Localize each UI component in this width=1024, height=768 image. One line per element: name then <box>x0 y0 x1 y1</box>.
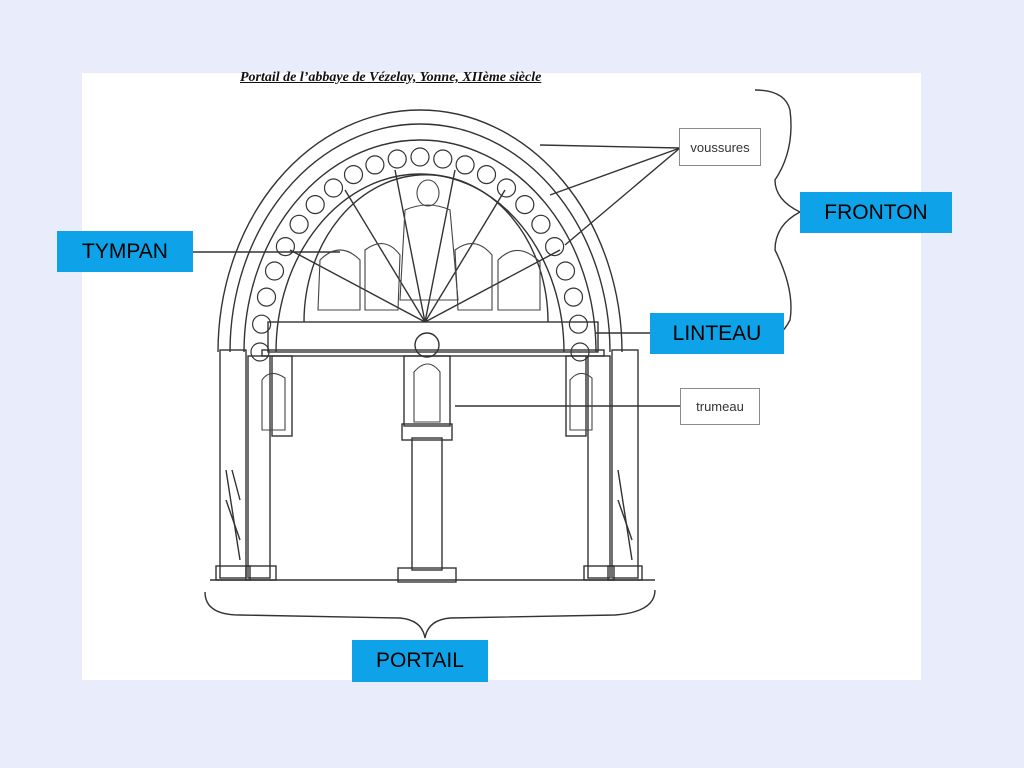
christ-figure-head <box>416 179 440 207</box>
voussure-circle <box>305 195 325 215</box>
voussure-circle <box>433 149 453 169</box>
voussure-circle <box>289 214 309 234</box>
voussure-circle <box>275 237 295 257</box>
diagram-title: Portail de l’abbaye de Vézelay, Yonne, X… <box>240 70 542 85</box>
christ-figure-body <box>399 204 459 301</box>
voussure-circle <box>343 165 364 185</box>
trumeau-shaft <box>411 437 443 571</box>
voussure-circle <box>410 147 430 167</box>
voussure-circle <box>264 261 285 281</box>
voussure-circle <box>365 155 385 175</box>
label-portail: PORTAIL <box>352 640 488 682</box>
lintel-band <box>267 321 599 353</box>
label-trumeau: trumeau <box>680 388 760 425</box>
voussure-circle <box>250 342 270 362</box>
voussure-circle <box>323 178 344 198</box>
voussure-circle <box>568 314 589 334</box>
tympan-arch <box>303 174 549 323</box>
label-tympan: TYMPAN <box>57 231 193 272</box>
outer-arch-2 <box>229 123 611 353</box>
voussure-band-outer <box>243 139 597 353</box>
voussure-circle <box>496 178 517 198</box>
outer-arch <box>217 109 623 353</box>
voussure-circle <box>515 195 535 215</box>
label-linteau: LINTEAU <box>650 313 784 354</box>
voussure-circle <box>252 314 272 334</box>
label-fronton: FRONTON <box>800 192 952 233</box>
voussure-circle <box>531 214 551 234</box>
voussure-circle <box>256 287 277 307</box>
voussure-circle <box>544 237 565 257</box>
voussure-circle <box>563 287 584 307</box>
voussure-circle <box>387 149 407 169</box>
voussure-band-inner <box>275 173 565 353</box>
voussure-circle <box>570 342 590 362</box>
voussure-circle <box>476 165 497 185</box>
voussure-circle <box>455 155 475 175</box>
voussure-circles <box>250 147 590 362</box>
trumeau-statue <box>413 363 441 423</box>
label-voussures: voussures <box>679 128 761 166</box>
voussure-circle <box>555 261 576 281</box>
drawing-area <box>82 73 921 680</box>
